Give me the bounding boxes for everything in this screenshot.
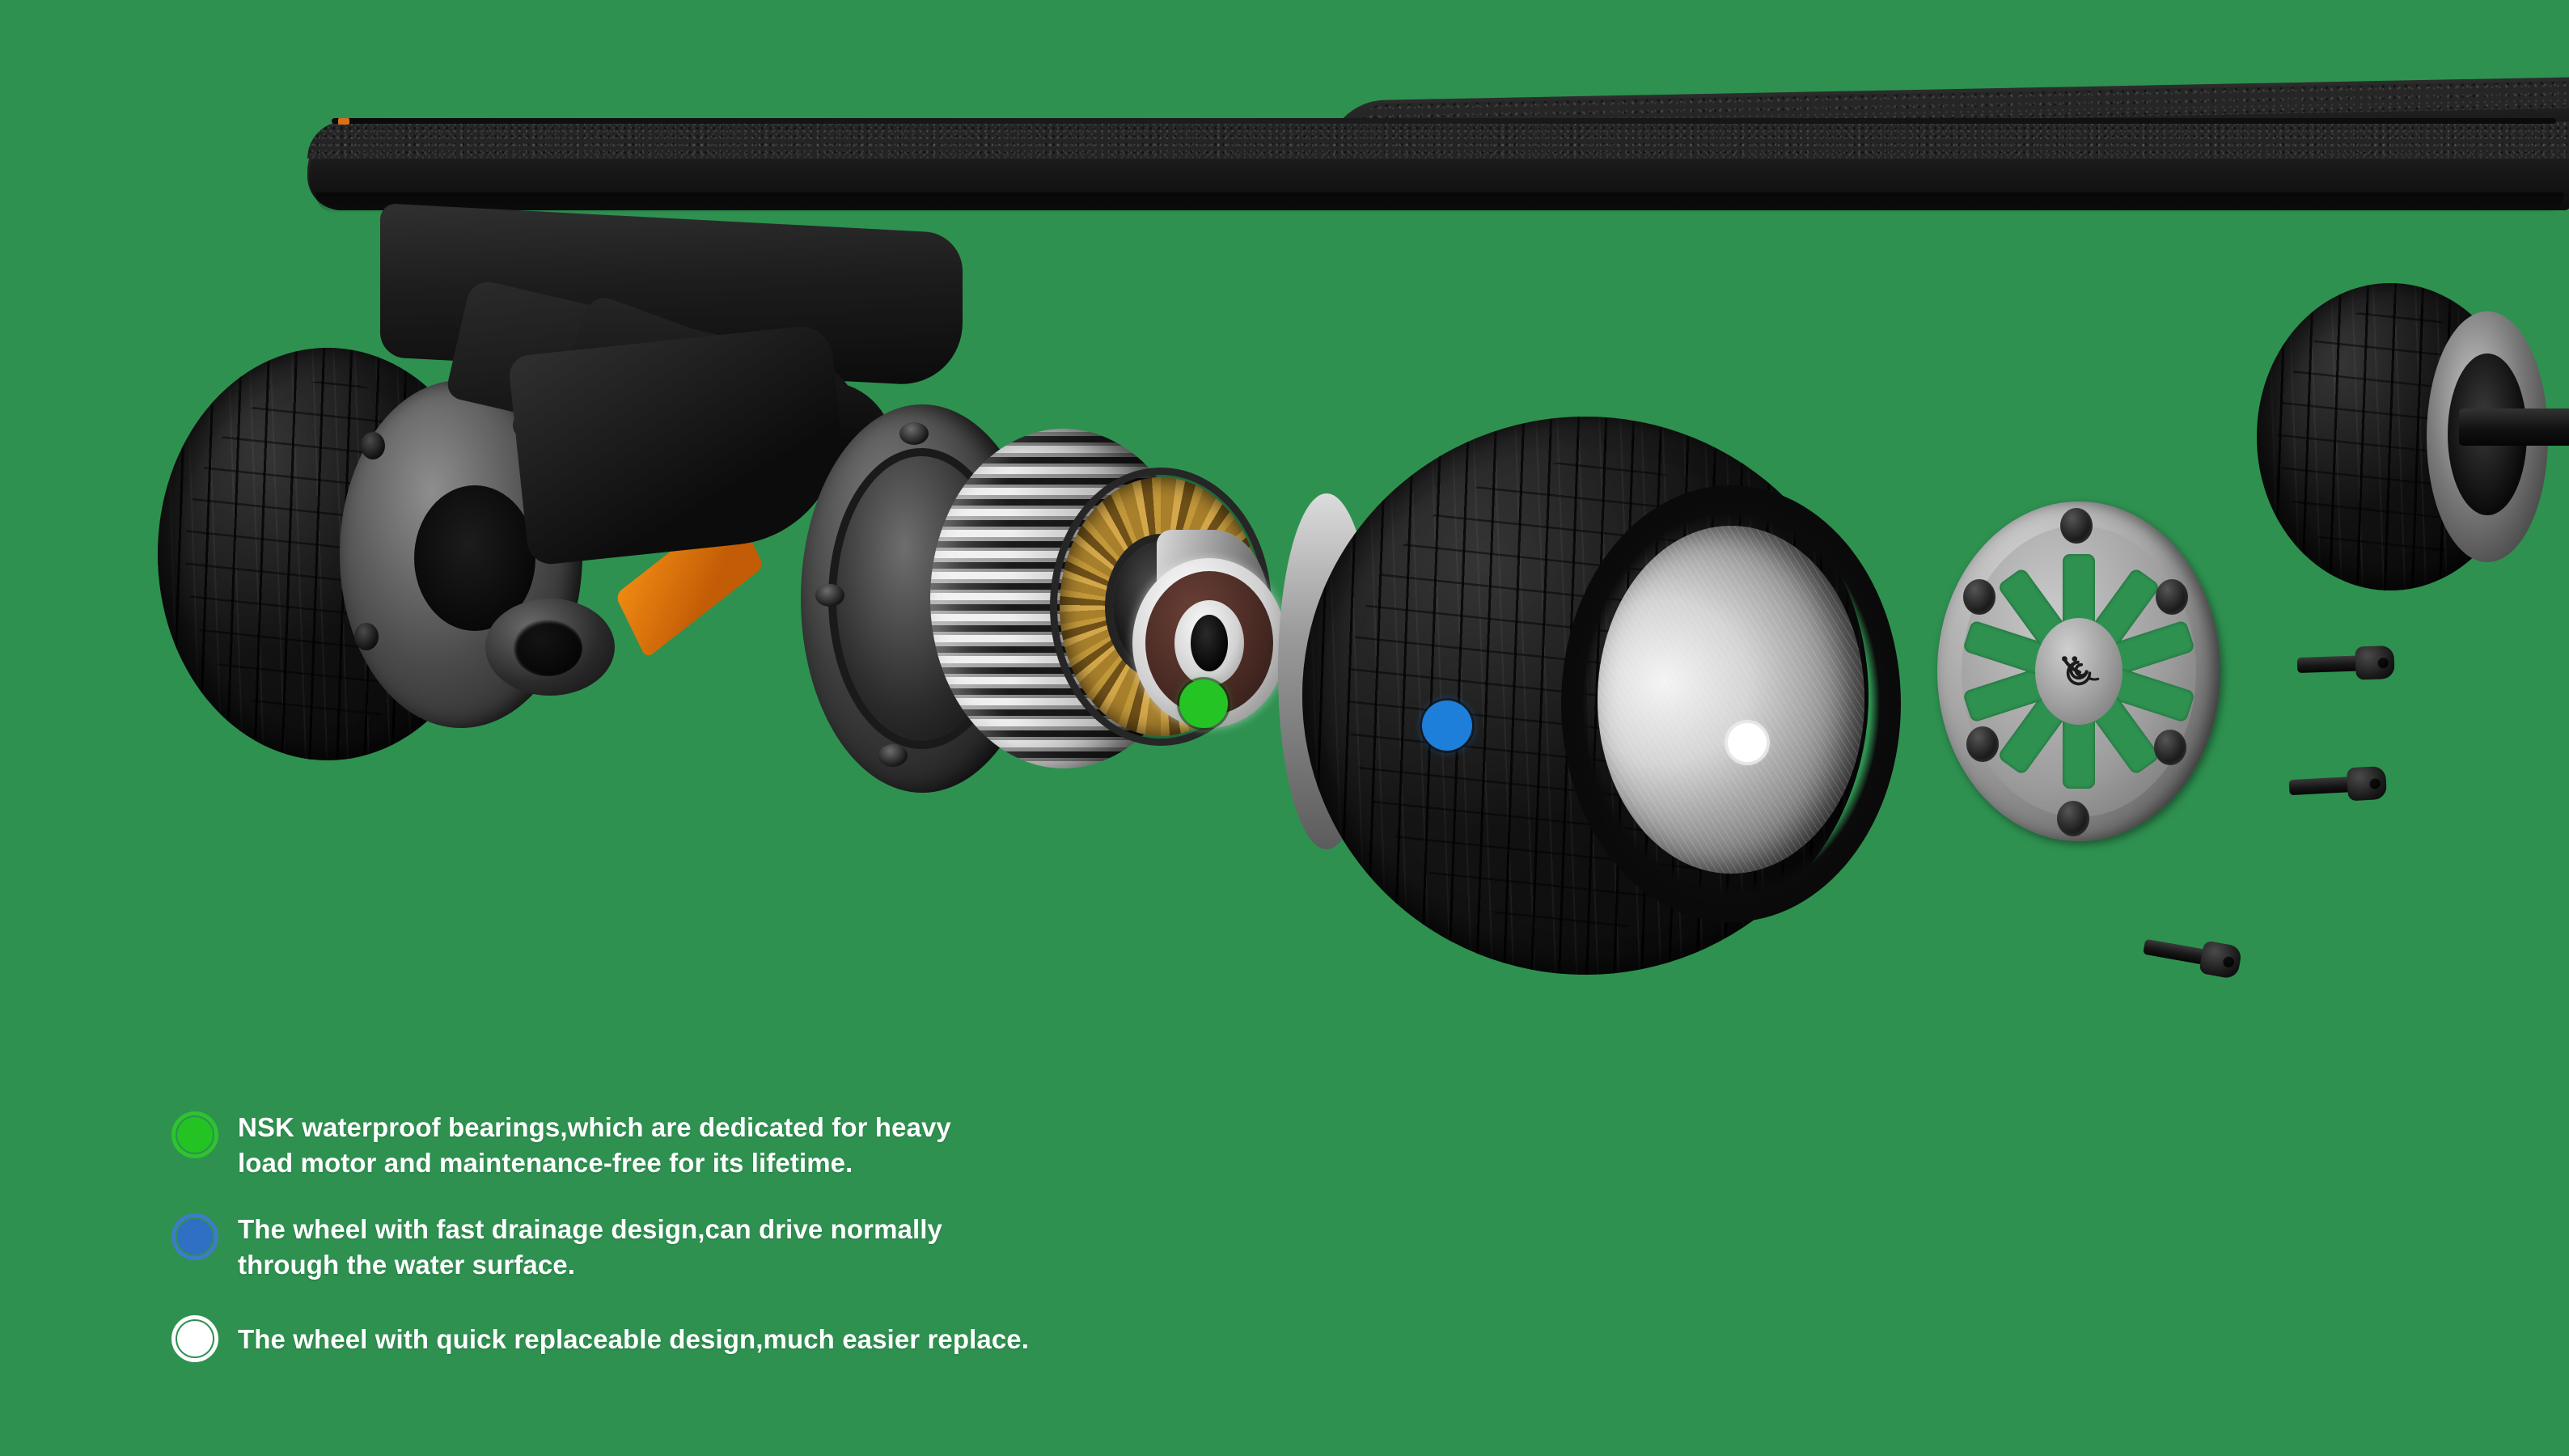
feature-legend: NSK waterproof bearings,which are dedica… — [171, 1108, 1708, 1362]
deck-edge-highlight — [332, 118, 2556, 124]
marker-dot — [1728, 723, 1767, 762]
rim-plate-bolt — [2154, 730, 2186, 765]
screw-head — [2346, 765, 2388, 802]
legend-item-text: The wheel with fast drainage design,can … — [238, 1214, 942, 1280]
cap-screw — [2296, 645, 2395, 681]
blue-bullet-icon — [171, 1213, 218, 1260]
bullet-core — [177, 1321, 213, 1357]
deck-orange-accent — [338, 118, 349, 125]
motor-cap-screw — [878, 744, 908, 767]
legend-item-text: NSK waterproof bearings,which are dedica… — [238, 1112, 951, 1178]
rim-plate-bolt — [2057, 801, 2089, 836]
motor-cap-screw — [899, 422, 929, 445]
deck-underside-shadow — [315, 193, 2564, 214]
marker-white-bore[interactable] — [1728, 723, 1767, 762]
rim-plate-bolt — [1963, 579, 1996, 615]
bullet-ring — [171, 1315, 218, 1362]
wheel-center-bore — [1598, 526, 1864, 874]
marker-dot — [1179, 679, 1228, 728]
rear-axle-shaft — [2459, 408, 2569, 446]
hub-bolt — [354, 623, 379, 650]
marker-dot — [1422, 700, 1472, 751]
bullet-core — [177, 1219, 213, 1255]
legend-item: The wheel with fast drainage design,can … — [171, 1210, 1708, 1283]
rim-plate-bolt — [2156, 579, 2188, 615]
rim-plate-bolt — [1966, 726, 1999, 762]
marker-blue-tread[interactable] — [1422, 700, 1472, 751]
legend-item: NSK waterproof bearings,which are dedica… — [171, 1108, 1708, 1181]
bullet-ring — [171, 1111, 218, 1158]
screw-head — [2199, 940, 2243, 980]
truck-cover-plate — [507, 323, 852, 567]
bullet-core — [177, 1117, 213, 1153]
hub-bolt — [361, 432, 385, 459]
screw-shank — [2143, 938, 2208, 965]
truck-kingpin-pivot — [485, 599, 615, 696]
green-bullet-icon — [171, 1111, 218, 1158]
skateboard-deck — [307, 77, 2569, 243]
screw-shank — [2296, 655, 2361, 674]
white-bullet-icon — [171, 1315, 218, 1362]
screw-head — [2355, 645, 2395, 680]
wheel-rim-plate — [1937, 502, 2220, 841]
rim-plate-center-boss — [2035, 618, 2122, 725]
rim-plate-bolt — [2060, 508, 2093, 544]
cap-screw — [2288, 765, 2388, 803]
marker-green-bearing[interactable] — [1179, 679, 1228, 728]
swirl-logo-icon — [2062, 656, 2100, 686]
motor-cap-screw — [815, 584, 844, 607]
screw-shank — [2288, 777, 2353, 796]
legend-item-text: The wheel with quick replaceable design,… — [238, 1324, 1030, 1354]
legend-item: The wheel with quick replaceable design,… — [171, 1312, 1708, 1362]
bearing-bore — [1191, 615, 1228, 671]
bullet-ring — [171, 1213, 218, 1260]
deck-griptape — [307, 121, 2569, 159]
cap-screw — [2141, 930, 2243, 980]
